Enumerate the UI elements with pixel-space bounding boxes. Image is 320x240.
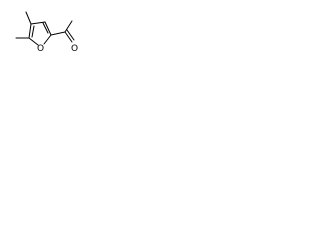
structure-diagram: O O (15, 11, 78, 54)
ring-bond-o1-c2 (43, 34, 52, 45)
ring-bond-c2-c3 (44, 21, 52, 36)
bond-carbonyl-double-inner (66, 29, 75, 41)
molecule-structure: O O (0, 0, 83, 64)
bond-c2-carbonyl-carbon (50, 31, 66, 36)
bond-c4-methyl (25, 11, 32, 25)
bond-carbonyl-carbon-methyl (64, 20, 73, 33)
ring-double-bond-c4-c5-inner (31, 25, 35, 38)
bond-carbonyl-double-outer (64, 31, 73, 43)
ring-bond-c4-c5 (28, 23, 32, 39)
ring-oxygen-label: O (37, 44, 44, 54)
ring-bond-c5-o1 (28, 37, 39, 46)
ring-bond-c3-c4 (30, 21, 46, 25)
ring-double-bond-c2-c3-inner (42, 22, 49, 34)
carbonyl-oxygen-label: O (71, 44, 78, 54)
